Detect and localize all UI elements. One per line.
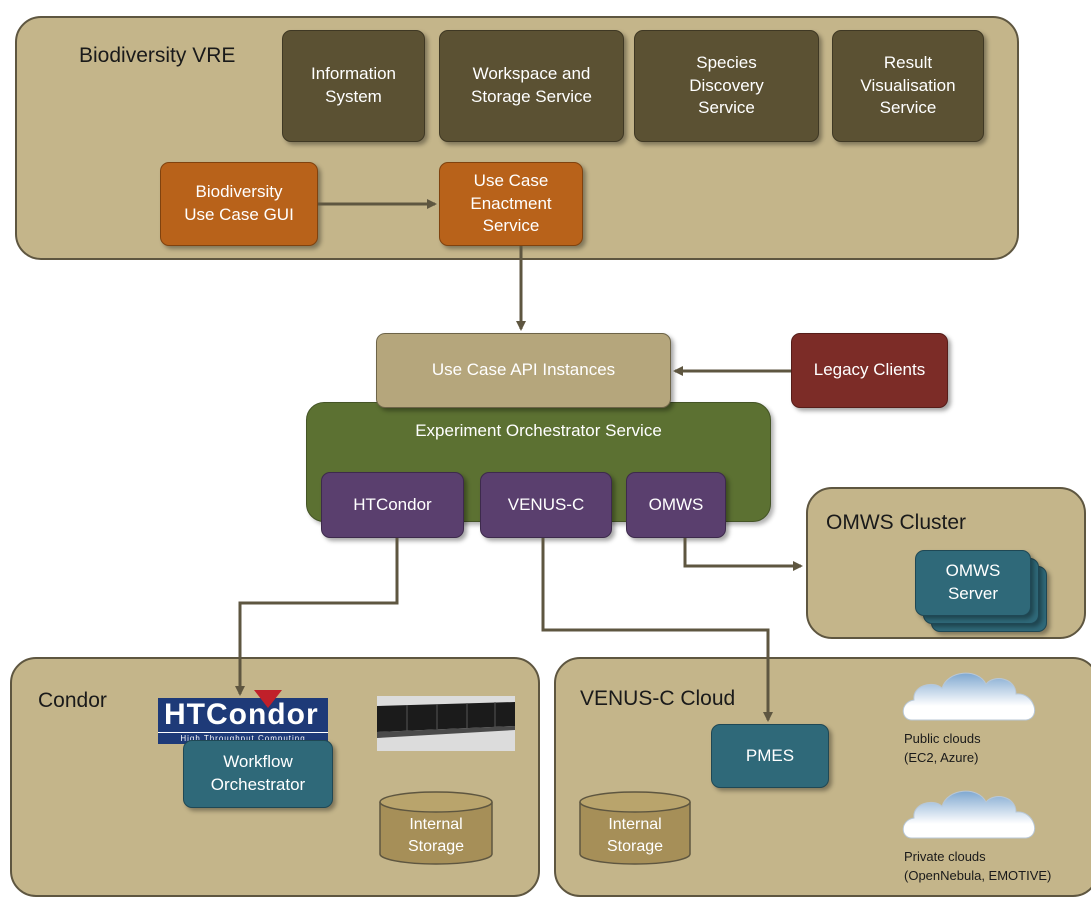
result-visualisation-service-box: Result Visualisation Service — [832, 30, 984, 142]
omws-server-label: OMWS Server — [945, 561, 1001, 603]
htcondor-connector-box: HTCondor — [321, 472, 464, 538]
omws-connector-label: OMWS — [648, 494, 704, 514]
condor-database-icon — [379, 791, 493, 865]
htcondor-logo-tagline: High Throughput Computing — [158, 733, 328, 744]
species-discovery-service-box: Species Discovery Service — [634, 30, 819, 142]
information-system-label: Information System — [310, 64, 397, 106]
omws-connector-box: OMWS — [626, 472, 726, 538]
venus-c-connector-box: VENUS-C — [480, 472, 612, 538]
public-cloud-icon — [898, 662, 1046, 726]
legacy-clients-box: Legacy Clients — [791, 333, 948, 408]
condor-internal-storage-cylinder: Internal Storage — [378, 790, 494, 866]
species-discovery-service-label: Species Discovery Service — [689, 52, 764, 118]
biodiversity-use-case-gui-box: Biodiversity Use Case GUI — [160, 162, 318, 246]
omws-cluster-title: OMWS Cluster — [826, 511, 967, 534]
venus-internal-storage-cylinder: Internal Storage — [578, 790, 692, 866]
venus-c-cloud-title: VENUS-C Cloud — [580, 687, 736, 710]
htcondor-logo-checkmark-icon — [254, 690, 282, 708]
venus-database-icon — [579, 791, 691, 865]
arrow-omws-to-cluster — [683, 538, 803, 571]
information-system-box: Information System — [282, 30, 425, 142]
workspace-storage-service-box: Workspace and Storage Service — [439, 30, 624, 142]
experiment-orchestrator-service-title: Experiment Orchestrator Service — [415, 421, 662, 440]
server-room-illustration — [377, 696, 515, 751]
result-visualisation-service-label: Result Visualisation Service — [860, 52, 956, 118]
condor-internal-storage-label: Internal Storage — [407, 816, 465, 855]
arrow-venus-to-pmes — [541, 538, 773, 722]
htcondor-connector-label: HTCondor — [353, 494, 432, 514]
biodiversity-use-case-gui-label: Biodiversity Use Case GUI — [184, 182, 294, 224]
pmes-label: PMES — [745, 745, 795, 765]
arrow-htcondor-to-condor — [235, 538, 399, 696]
omws-server-box: OMWS Server — [915, 550, 1031, 616]
htcondor-logo: HTCondor High Throughput Computing — [158, 690, 328, 744]
htcondor-logo-text: HTCondor — [158, 698, 328, 732]
legacy-clients-label: Legacy Clients — [813, 360, 926, 380]
use-case-enactment-service-box: Use Case Enactment Service — [439, 162, 583, 246]
workspace-storage-service-label: Workspace and Storage Service — [471, 64, 592, 106]
server-room-image — [377, 696, 515, 751]
use-case-api-instances-label: Use Case API Instances — [431, 360, 616, 380]
condor-title: Condor — [38, 689, 107, 712]
private-clouds-label: Private clouds (OpenNebula, EMOTIVE) — [904, 849, 1052, 883]
public-clouds-label: Public clouds (EC2, Azure) — [904, 731, 981, 765]
pmes-box: PMES — [711, 724, 829, 788]
use-case-enactment-service-label: Use Case Enactment Service — [470, 170, 552, 236]
private-cloud-icon — [898, 778, 1046, 844]
biodiversity-vre-title: Biodiversity VRE — [79, 44, 236, 67]
workflow-orchestrator-box: Workflow Orchestrator — [183, 740, 333, 808]
venus-c-connector-label: VENUS-C — [507, 494, 585, 514]
workflow-orchestrator-label: Workflow Orchestrator — [210, 752, 306, 794]
use-case-api-instances-box: Use Case API Instances — [376, 333, 671, 408]
venus-internal-storage-label: Internal Storage — [606, 816, 664, 855]
